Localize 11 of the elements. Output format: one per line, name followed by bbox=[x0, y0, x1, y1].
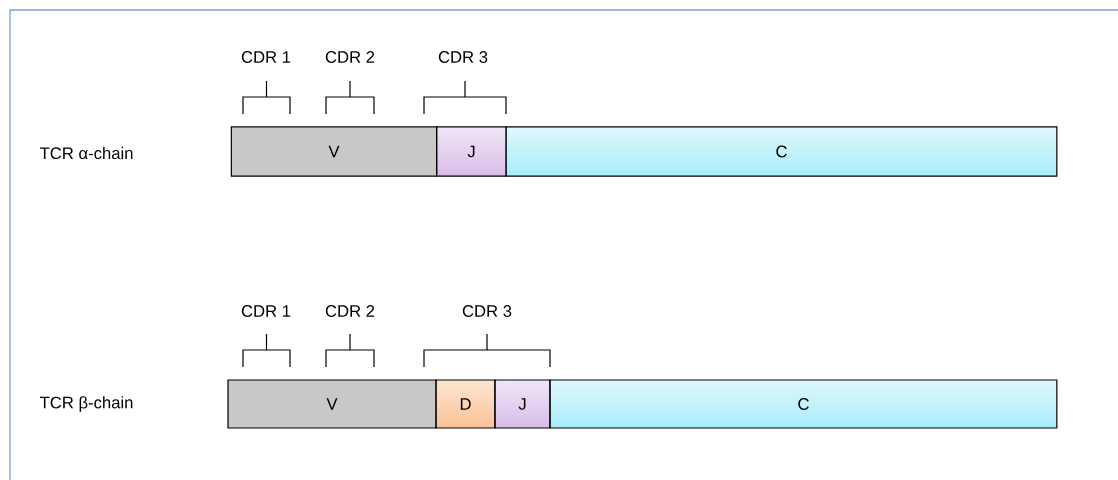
segment-box: J bbox=[436, 126, 507, 177]
region-label: CDR 1 bbox=[241, 305, 291, 317]
region-label: CDR 3 bbox=[438, 51, 488, 63]
chain-label: TCR α-chain bbox=[40, 146, 133, 160]
region-label: CDR 3 bbox=[462, 305, 512, 317]
region-label: CDR 2 bbox=[325, 51, 375, 63]
chain-label: TCR β-chain bbox=[40, 396, 133, 412]
region-label: CDR 1 bbox=[241, 51, 291, 63]
region-label: CDR 2 bbox=[325, 305, 375, 317]
segment-box: J bbox=[494, 379, 551, 429]
segment-box: D bbox=[435, 379, 496, 429]
